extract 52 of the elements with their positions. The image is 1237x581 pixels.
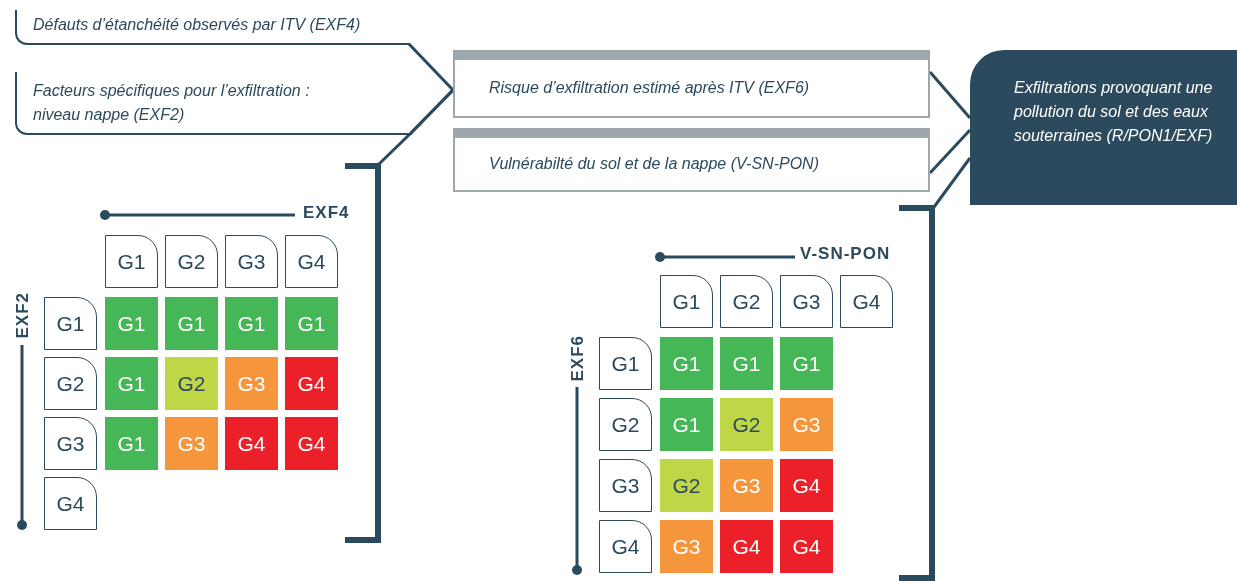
grade-header: G4	[285, 235, 338, 288]
grade-cell: G3	[720, 459, 773, 512]
grade-header: G3	[44, 417, 97, 470]
axis-label: V-SN-PON	[800, 244, 891, 264]
axis-label: EXF2	[13, 292, 33, 339]
grade-cell: G1	[165, 297, 218, 350]
grade-header: G2	[165, 235, 218, 288]
grade-cell: G3	[660, 520, 713, 573]
connector-line	[407, 42, 455, 92]
grade-header: G4	[599, 520, 652, 573]
category-label: Facteurs spécifiques pour l’exfiltration : niveau nappe (EXF2)	[15, 72, 412, 135]
grade-cell: G1	[780, 337, 833, 390]
grade-cell: G4	[780, 459, 833, 512]
grade-cell: G3	[780, 398, 833, 451]
grade-header: G3	[225, 235, 278, 288]
result-box: Exfiltrations provoquant une pollution du sol et des eaux souterraines (R/PON1/EXF)	[970, 50, 1237, 205]
grade-header: G2	[720, 275, 773, 328]
grade-header: G1	[660, 275, 713, 328]
grade-cell: G1	[285, 297, 338, 350]
connector-line	[932, 157, 972, 208]
grade-cell: G2	[720, 398, 773, 451]
factor-box: Risque d’exfiltration estimé après ITV (EXF6)	[453, 50, 930, 118]
connector-line	[377, 88, 455, 166]
grade-cell: G4	[285, 357, 338, 410]
grade-header: G3	[780, 275, 833, 328]
grade-cell: G1	[105, 357, 158, 410]
grade-cell: G1	[225, 297, 278, 350]
grade-header: G2	[44, 357, 97, 410]
grade-cell: G1	[105, 417, 158, 470]
grade-cell: G1	[720, 337, 773, 390]
axis-label: EXF6	[568, 335, 588, 382]
grade-cell: G1	[660, 398, 713, 451]
grade-header: G3	[599, 459, 652, 512]
grade-header: G1	[44, 297, 97, 350]
grade-cell: G2	[165, 357, 218, 410]
category-label: Défauts d’étanchéité observés par ITV (EXF4)	[15, 10, 410, 45]
grade-cell: G4	[285, 417, 338, 470]
grade-cell: G3	[165, 417, 218, 470]
grade-cell: G4	[225, 417, 278, 470]
grade-header: G4	[44, 477, 97, 530]
axis-label: EXF4	[303, 203, 350, 223]
grade-cell: G1	[660, 337, 713, 390]
grade-cell: G3	[225, 357, 278, 410]
grade-cell: G4	[780, 520, 833, 573]
grade-cell: G4	[720, 520, 773, 573]
grade-header: G1	[105, 235, 158, 288]
factor-box: Vulnérabilté du sol et de la nappe (V-SN-PON)	[453, 128, 930, 192]
grade-cell: G2	[660, 459, 713, 512]
grade-header: G1	[599, 337, 652, 390]
grade-header: G2	[599, 398, 652, 451]
grade-cell: G1	[105, 297, 158, 350]
grade-header: G4	[840, 275, 893, 328]
